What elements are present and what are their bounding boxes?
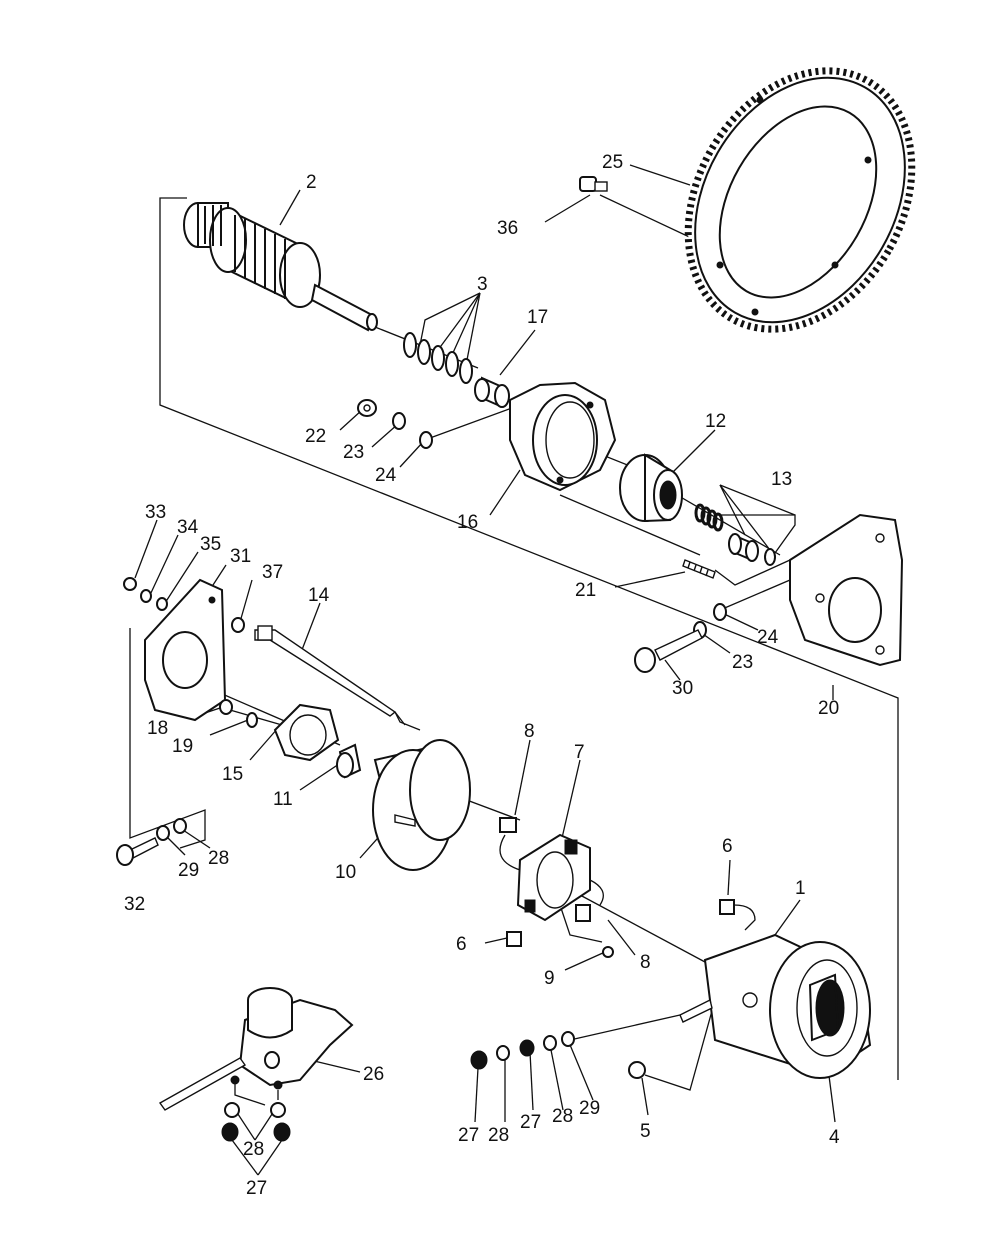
callout-label: 28 bbox=[243, 1139, 264, 1160]
callout-label: 19 bbox=[172, 736, 193, 757]
axis-line-8-9 bbox=[559, 904, 603, 943]
callout-label: 25 bbox=[602, 152, 623, 173]
axis-line-21 bbox=[559, 494, 701, 556]
axis-line-21-20 bbox=[714, 559, 791, 586]
callout-label: 2 bbox=[306, 172, 317, 193]
axis-line-5-1 bbox=[644, 999, 716, 1091]
callout-label: 3 bbox=[477, 274, 488, 295]
callout-label: 31 bbox=[230, 546, 251, 567]
washers-part-3 bbox=[403, 332, 473, 384]
brushes-part-8 bbox=[499, 817, 591, 922]
callout-label: 13 bbox=[771, 469, 792, 490]
callout-label: 23 bbox=[732, 652, 753, 673]
axis-line-29-stud bbox=[569, 1014, 681, 1041]
brush-6-and-9 bbox=[506, 899, 756, 958]
callout-label: 26 bbox=[363, 1064, 384, 1085]
callout-label: 35 bbox=[200, 534, 221, 555]
axis-line-24-16 bbox=[429, 404, 521, 439]
outer-frame-line bbox=[159, 197, 899, 1080]
axis-line-26-28 bbox=[234, 1080, 266, 1106]
callout-label: 28 bbox=[488, 1125, 509, 1146]
frame-part-10 bbox=[372, 739, 471, 871]
ring-gear-part-25 bbox=[684, 67, 916, 333]
callout-label: 12 bbox=[705, 411, 726, 432]
housing-part-16 bbox=[509, 381, 617, 492]
callout-label: 21 bbox=[575, 580, 596, 601]
callout-label: 6 bbox=[722, 836, 733, 857]
axis-line-31-28 bbox=[129, 628, 206, 849]
callout-label: 14 bbox=[308, 585, 330, 606]
axis-line-13-20 bbox=[715, 514, 796, 561]
callout-label: 8 bbox=[640, 952, 651, 973]
axis-line-14-10 bbox=[394, 711, 421, 731]
bushing-part-11 bbox=[336, 743, 362, 779]
nuts-washers-center bbox=[470, 1031, 575, 1070]
field-housing-part-1 bbox=[679, 933, 872, 1079]
callout-label: 30 bbox=[672, 678, 693, 699]
callout-label: 36 bbox=[497, 218, 518, 239]
bolt-washers-32 bbox=[116, 818, 187, 866]
axis-line-36-25 bbox=[599, 194, 701, 243]
callout-label: 20 bbox=[818, 698, 839, 719]
callout-label: 24 bbox=[757, 627, 779, 648]
bolt-part-36 bbox=[579, 176, 608, 192]
callout-label: 34 bbox=[177, 517, 199, 538]
screw-part-5 bbox=[628, 1061, 646, 1079]
callout-label: 17 bbox=[527, 307, 548, 328]
callout-label: 29 bbox=[178, 860, 199, 881]
callout-label: 28 bbox=[208, 848, 229, 869]
axis-line-7-1 bbox=[579, 894, 706, 963]
callout-label: 6 bbox=[456, 934, 467, 955]
brush-plate-part-7 bbox=[499, 833, 604, 922]
callout-label: 8 bbox=[524, 721, 535, 742]
end-plate-part-31 bbox=[123, 577, 245, 722]
armature-part-2 bbox=[183, 202, 378, 332]
stud-part-21 bbox=[682, 559, 716, 579]
callout-label: 27 bbox=[520, 1112, 541, 1133]
callout-label: 4 bbox=[829, 1127, 840, 1148]
through-bolt-part-14 bbox=[254, 625, 397, 717]
callout-label: 16 bbox=[457, 512, 478, 533]
holder-part-15 bbox=[273, 703, 340, 762]
callout-label: 27 bbox=[246, 1178, 267, 1199]
callout-label: 33 bbox=[145, 502, 166, 523]
callout-label: 18 bbox=[147, 718, 168, 739]
bracket-part-20 bbox=[789, 513, 904, 667]
callout-label: 22 bbox=[305, 426, 326, 447]
callout-label: 23 bbox=[343, 442, 364, 463]
pinion-part-12 bbox=[619, 453, 683, 523]
callout-label: 29 bbox=[579, 1098, 600, 1119]
callout-label: 24 bbox=[375, 465, 397, 486]
callout-label: 15 bbox=[222, 764, 243, 785]
solenoid-part-26 bbox=[158, 987, 354, 1111]
washers-bolt-right bbox=[634, 603, 727, 673]
axis-line-24-20 bbox=[719, 579, 791, 611]
callout-label: 9 bbox=[544, 968, 555, 989]
callout-label: 10 bbox=[335, 862, 356, 883]
bushing-part-17 bbox=[474, 376, 510, 408]
callout-label: 7 bbox=[574, 742, 585, 763]
callout-labels: 1 2 3 4 5 6 6 7 8 8 9 10 11 12 13 14 15 … bbox=[124, 152, 840, 1199]
callout-label: 32 bbox=[124, 894, 145, 915]
callout-label: 27 bbox=[458, 1125, 479, 1146]
solenoid-fasteners bbox=[221, 1102, 291, 1142]
nut-washers-upper bbox=[357, 399, 433, 449]
callout-label: 11 bbox=[273, 789, 293, 810]
callout-label: 1 bbox=[795, 878, 806, 899]
spring-collar-part-13 bbox=[694, 503, 776, 566]
callout-label: 37 bbox=[262, 562, 283, 583]
insulator-part-4 bbox=[808, 973, 840, 1042]
callout-label: 5 bbox=[640, 1121, 651, 1142]
screw-washer-18-19 bbox=[219, 699, 258, 728]
callout-label: 28 bbox=[552, 1106, 573, 1127]
